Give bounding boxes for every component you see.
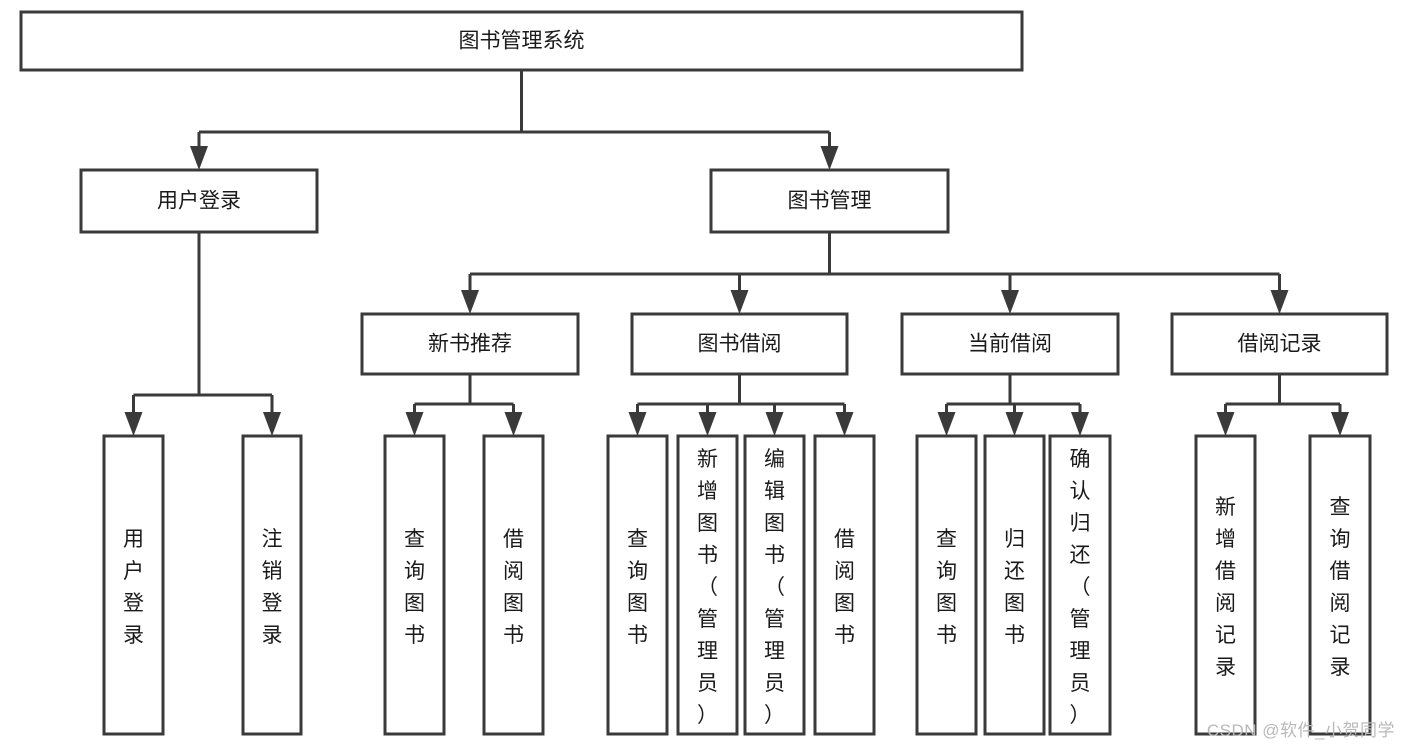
node-borrow-record-label: 借阅记录 — [1238, 333, 1322, 356]
new-book-rec-to-leaves-arrow-1 — [504, 412, 523, 436]
node-leaf-add-book-label: 新增图书（管理员） — [697, 448, 718, 727]
book-borrow-to-leaves-arrow-0 — [628, 412, 647, 436]
node-borrow-record[interactable] — [1170, 312, 1389, 376]
node-current-borrow-label: 当前借阅 — [968, 333, 1052, 356]
node-leaf-add-record[interactable] — [1194, 434, 1257, 736]
node-leaf-edit-book-label: 编辑图书（管理员） — [764, 448, 785, 727]
node-root-label: 图书管理系统 — [459, 30, 585, 53]
user-login-to-leaves-arrow-0 — [124, 412, 143, 436]
node-leaf-edit-book[interactable] — [743, 434, 806, 736]
current-borrow-to-leaves-arrow-1 — [1005, 412, 1024, 436]
node-leaf-logout-label: 注销登录 — [262, 528, 283, 647]
node-leaf-return-book[interactable] — [983, 434, 1046, 736]
borrow-record-to-leaves-arrow-1 — [1331, 412, 1349, 436]
book-manage-to-level3-arrow-0 — [461, 290, 479, 314]
node-book-borrow[interactable] — [630, 312, 849, 376]
book-borrow-to-leaves-arrow-1 — [698, 412, 717, 436]
borrow-record-to-leaves-arrow-0 — [1216, 412, 1235, 436]
book-borrow-to-leaves-arrow-2 — [765, 412, 784, 436]
node-new-book-rec-label: 新书推荐 — [428, 333, 512, 356]
node-leaf-query-book-2[interactable] — [606, 434, 669, 736]
node-leaf-query-record[interactable] — [1308, 434, 1372, 736]
node-leaf-logout[interactable] — [241, 434, 303, 736]
connector-layer — [124, 70, 1349, 436]
node-book-manage[interactable] — [709, 168, 950, 234]
book-manage-to-level3-arrow-2 — [1001, 290, 1019, 314]
node-leaf-add-book[interactable] — [676, 434, 739, 736]
node-leaf-confirm-return-label: 确认归还（管理员） — [1070, 448, 1091, 727]
node-user-login-label: 用户登录 — [157, 190, 241, 213]
node-leaf-query-book-1-label: 查询图书 — [404, 528, 425, 647]
node-leaf-borrow-book-2-label: 借阅图书 — [834, 528, 855, 647]
book-borrow-to-leaves-arrow-3 — [835, 412, 854, 436]
node-leaf-user-login-label: 用户登录 — [123, 528, 144, 647]
node-leaf-query-record-label: 查询借阅记录 — [1330, 496, 1351, 679]
node-book-manage-label: 图书管理 — [788, 190, 872, 213]
node-leaf-confirm-return[interactable] — [1048, 434, 1112, 736]
node-leaf-query-book-2-label: 查询图书 — [627, 528, 648, 647]
root-to-level2-arrow-0 — [190, 146, 208, 170]
node-leaf-add-record-label: 新增借阅记录 — [1215, 496, 1236, 679]
node-leaf-query-book-3-label: 查询图书 — [936, 528, 957, 647]
node-user-login[interactable] — [79, 168, 319, 234]
node-leaf-query-book-3[interactable] — [915, 434, 978, 736]
book-manage-to-level3-arrow-3 — [1270, 290, 1289, 314]
node-leaf-user-login[interactable] — [102, 434, 165, 736]
node-leaf-borrow-book-1-label: 借阅图书 — [503, 528, 524, 647]
book-manage-to-level3-arrow-1 — [730, 290, 749, 314]
node-root[interactable] — [19, 10, 1024, 72]
node-layer: 图书管理系统用户登录图书管理新书推荐图书借阅当前借阅借阅记录用户登录注销登录查询… — [19, 10, 1389, 736]
node-leaf-query-book-1[interactable] — [383, 434, 446, 736]
node-leaf-borrow-book-1[interactable] — [482, 434, 545, 736]
root-to-level2-arrow-1 — [820, 146, 839, 170]
node-leaf-borrow-book-2[interactable] — [813, 434, 876, 736]
node-leaf-return-book-label: 归还图书 — [1004, 528, 1025, 647]
node-current-borrow[interactable] — [900, 312, 1120, 376]
current-borrow-to-leaves-arrow-0 — [937, 412, 956, 436]
new-book-rec-to-leaves-arrow-0 — [405, 412, 424, 436]
node-book-borrow-label: 图书借阅 — [698, 333, 782, 356]
user-login-to-leaves-arrow-1 — [263, 412, 281, 436]
current-borrow-to-leaves-arrow-2 — [1071, 412, 1089, 436]
node-new-book-rec[interactable] — [360, 312, 580, 376]
